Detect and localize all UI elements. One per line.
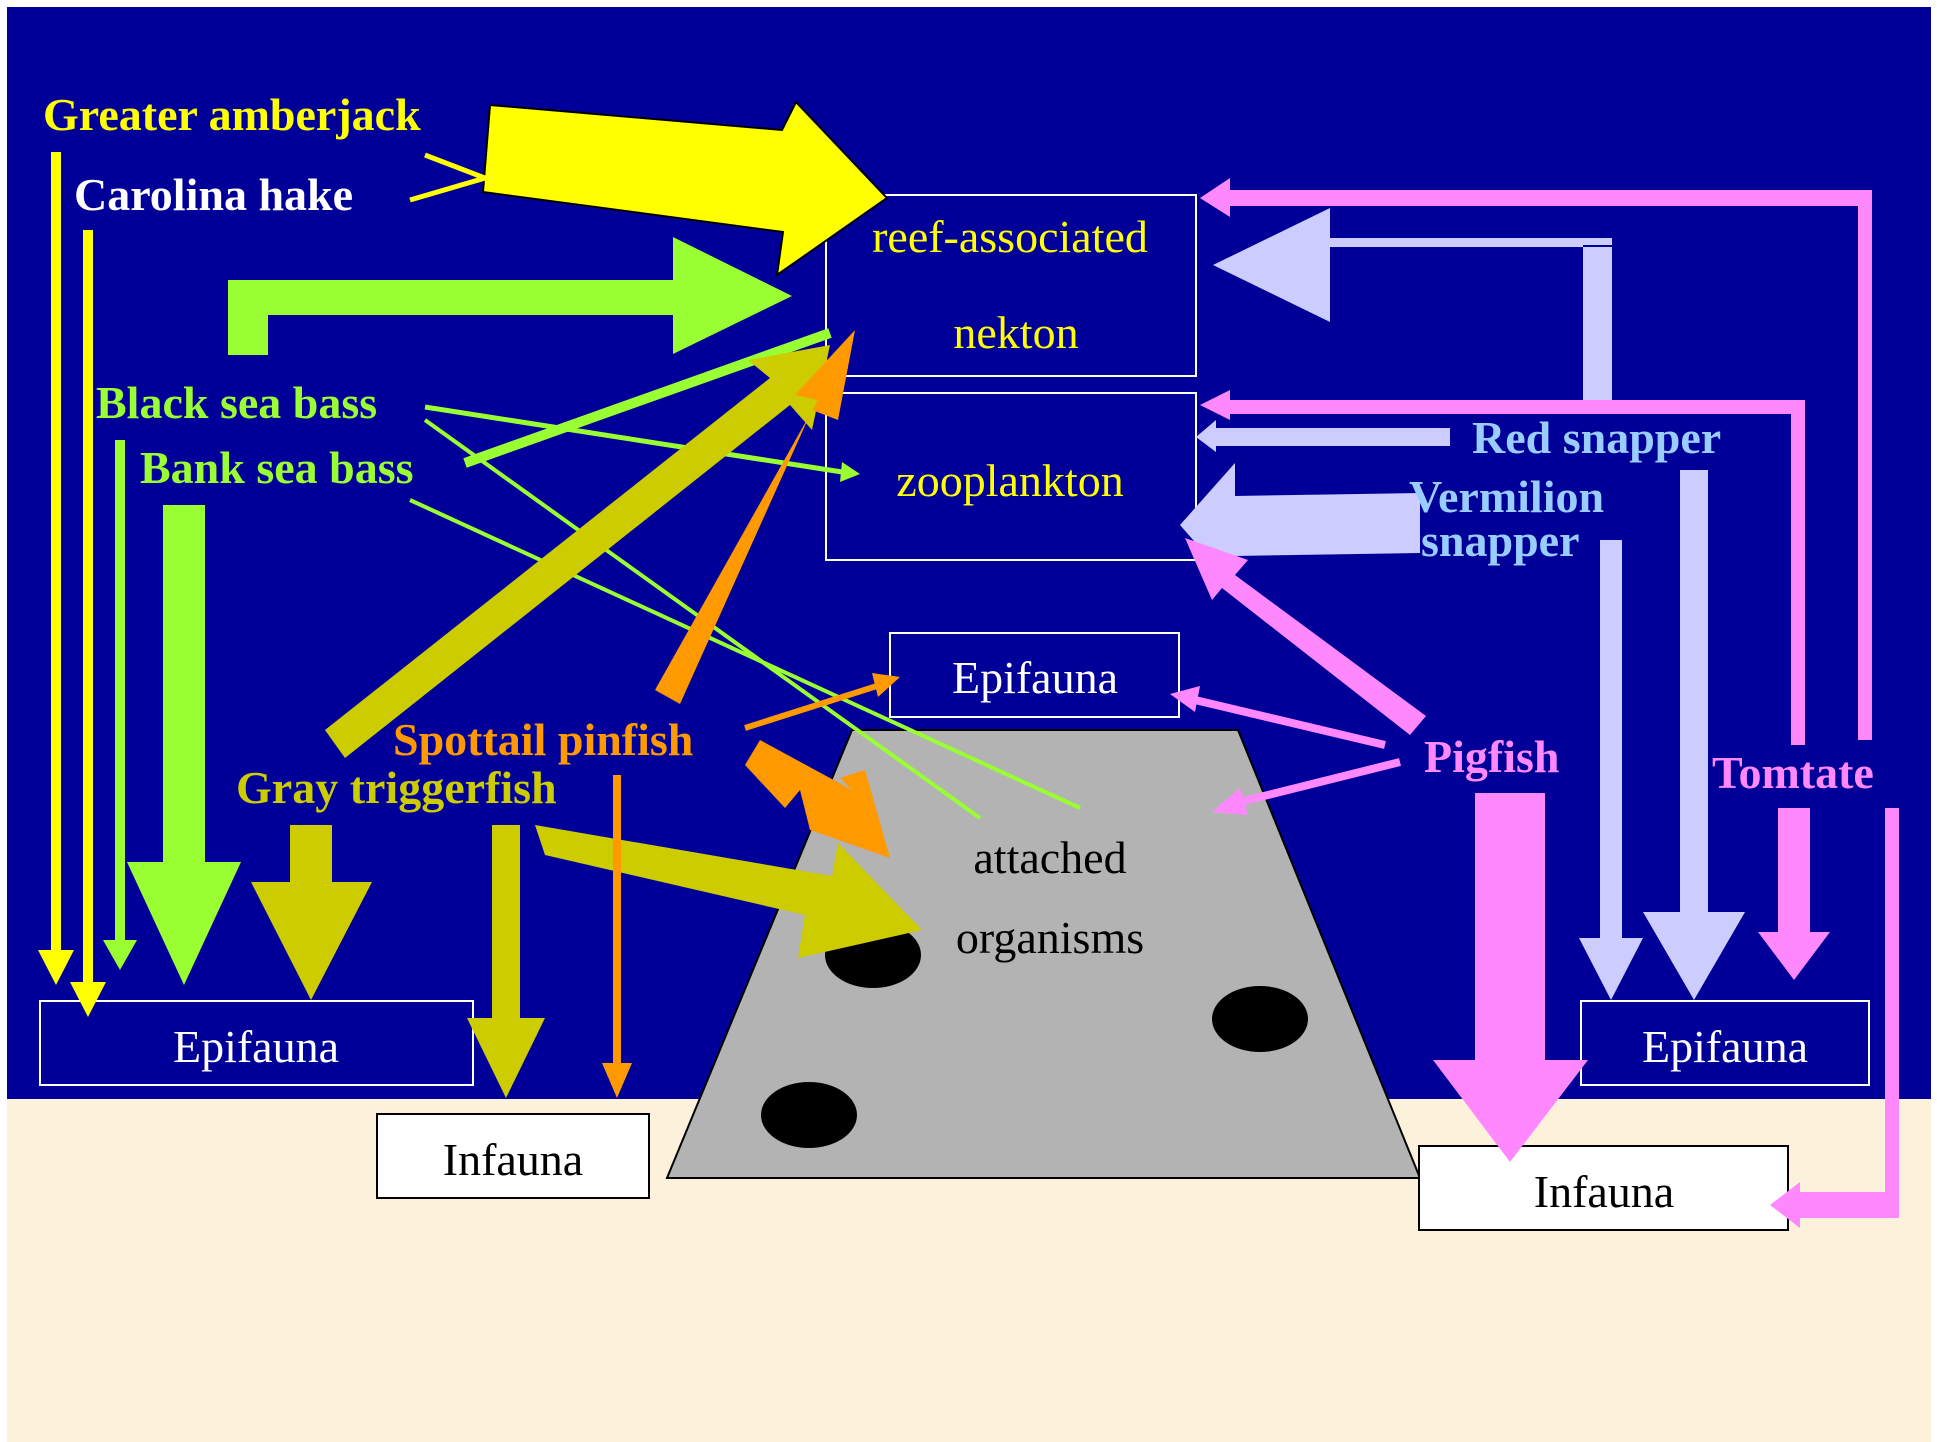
vermilion-snapper-label-line1: Vermilion	[1409, 471, 1604, 522]
bankseabass-to-nekton-line	[463, 328, 832, 468]
blackseabass-to-zooplankton-head	[840, 462, 860, 482]
amberjack-pointer-line	[409, 152, 493, 203]
redsnapper-to-zooplankton-arrow	[1196, 420, 1450, 452]
epifauna-center-label: Epifauna	[952, 652, 1118, 703]
epifauna-left-box	[39, 1000, 474, 1086]
tomtate-to-epifauna-arrow	[1758, 808, 1830, 980]
reef-hole	[1212, 986, 1308, 1052]
reef-hole	[761, 1082, 857, 1148]
pinfish-to-epifauna-line	[744, 682, 881, 731]
vermilion-to-zooplankton-arrow	[1180, 463, 1420, 588]
pigfish-label: Pigfish	[1424, 731, 1559, 782]
infauna-right-box	[1418, 1145, 1789, 1231]
pinfish-to-epifauna-head	[872, 673, 900, 697]
epifauna-center-box	[889, 632, 1180, 718]
bank-sea-bass-label: Bank sea bass	[140, 442, 414, 493]
tomtate-to-infauna-arrow	[1770, 808, 1899, 1228]
amberjack-to-epifauna-head	[38, 950, 74, 985]
redsnapper-to-epifauna-arrow	[1643, 470, 1745, 1000]
vermilion-snapper-label-line2: snapper	[1421, 515, 1579, 566]
spottail-pinfish-label: Spottail pinfish	[393, 714, 693, 765]
triggerfish-to-attached-arrow	[535, 825, 922, 958]
pinfish-to-attached-arrow	[745, 740, 890, 858]
nekton-box	[825, 194, 1197, 377]
pigfish-to-attached-head	[1212, 788, 1248, 815]
nekton-label-line2: nekton	[953, 307, 1078, 358]
pigfish-to-epifauna-line	[1194, 696, 1386, 749]
hake-to-epifauna-head	[70, 982, 106, 1017]
attached-label-line2: organisms	[956, 912, 1144, 963]
zooplankton-label: zooplankton	[896, 455, 1123, 506]
pigfish-to-zooplankton-arrow	[1185, 538, 1426, 735]
pigfish-to-infauna-arrow	[1433, 793, 1588, 1162]
pinfish-to-nekton-arrow	[655, 330, 855, 704]
bankseabass-to-epifauna-arrow	[127, 505, 241, 985]
zooplankton-box	[825, 392, 1197, 561]
redsnapper-to-nekton-arrow	[1213, 208, 1612, 405]
blackseabass-to-nekton-arrow	[228, 237, 792, 355]
triggerfish-to-epifauna-arrow	[251, 825, 372, 1000]
blackseabass-to-zooplankton-line	[424, 404, 843, 475]
pinfish-to-infauna-head	[602, 1063, 632, 1098]
tomtate-label: Tomtate	[1712, 747, 1874, 798]
epifauna-right-label: Epifauna	[1642, 1021, 1808, 1072]
pigfish-to-attached-line	[1239, 758, 1401, 806]
bankseabass-to-attached-line	[409, 498, 1081, 810]
attached-label-line1: attached	[973, 832, 1126, 883]
gray-triggerfish-label: Gray triggerfish	[236, 762, 557, 813]
amberjack-to-nekton-arrow	[481, 100, 889, 278]
infauna-right-label: Infauna	[1534, 1166, 1674, 1217]
triggerfish-to-nekton-arrow	[325, 345, 830, 758]
black-sea-bass-label: Black sea bass	[96, 377, 377, 428]
carolina-hake-label: Carolina hake	[74, 169, 353, 220]
nekton-label-line1: reef-associated	[872, 211, 1148, 262]
infauna-left-box	[376, 1113, 650, 1199]
blackseabass-to-epifauna-left-head	[103, 940, 137, 970]
epifauna-right-box	[1580, 1000, 1870, 1086]
epifauna-left-label: Epifauna	[173, 1021, 339, 1072]
red-snapper-label: Red snapper	[1472, 412, 1721, 463]
infauna-left-label: Infauna	[443, 1134, 583, 1185]
greater-amberjack-label: Greater amberjack	[43, 89, 421, 140]
vermilion-to-epifauna-arrow	[1579, 540, 1643, 1000]
triggerfish-to-infauna-arrow	[467, 825, 545, 1098]
pigfish-to-epifauna-head	[1170, 686, 1200, 712]
